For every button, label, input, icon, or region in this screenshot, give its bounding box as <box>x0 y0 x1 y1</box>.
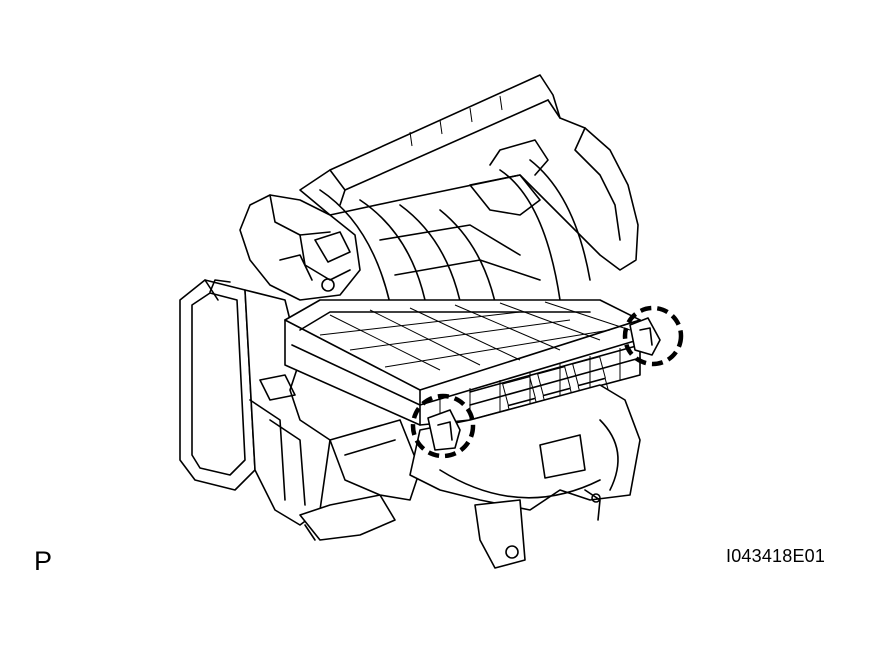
figure-id-label: I043418E01 <box>726 546 826 566</box>
clip-callout-right <box>622 305 684 367</box>
air-filter-tray <box>284 299 641 426</box>
lower-case <box>244 289 421 541</box>
clip-callout-left <box>410 393 476 459</box>
upper-housing-cover <box>299 74 639 271</box>
filter-clips <box>427 317 661 451</box>
view-side-label: P <box>34 546 53 576</box>
blower-scroll-case <box>409 384 641 569</box>
actuator-mechanism <box>239 194 361 301</box>
air-inlet-duct <box>179 279 256 491</box>
